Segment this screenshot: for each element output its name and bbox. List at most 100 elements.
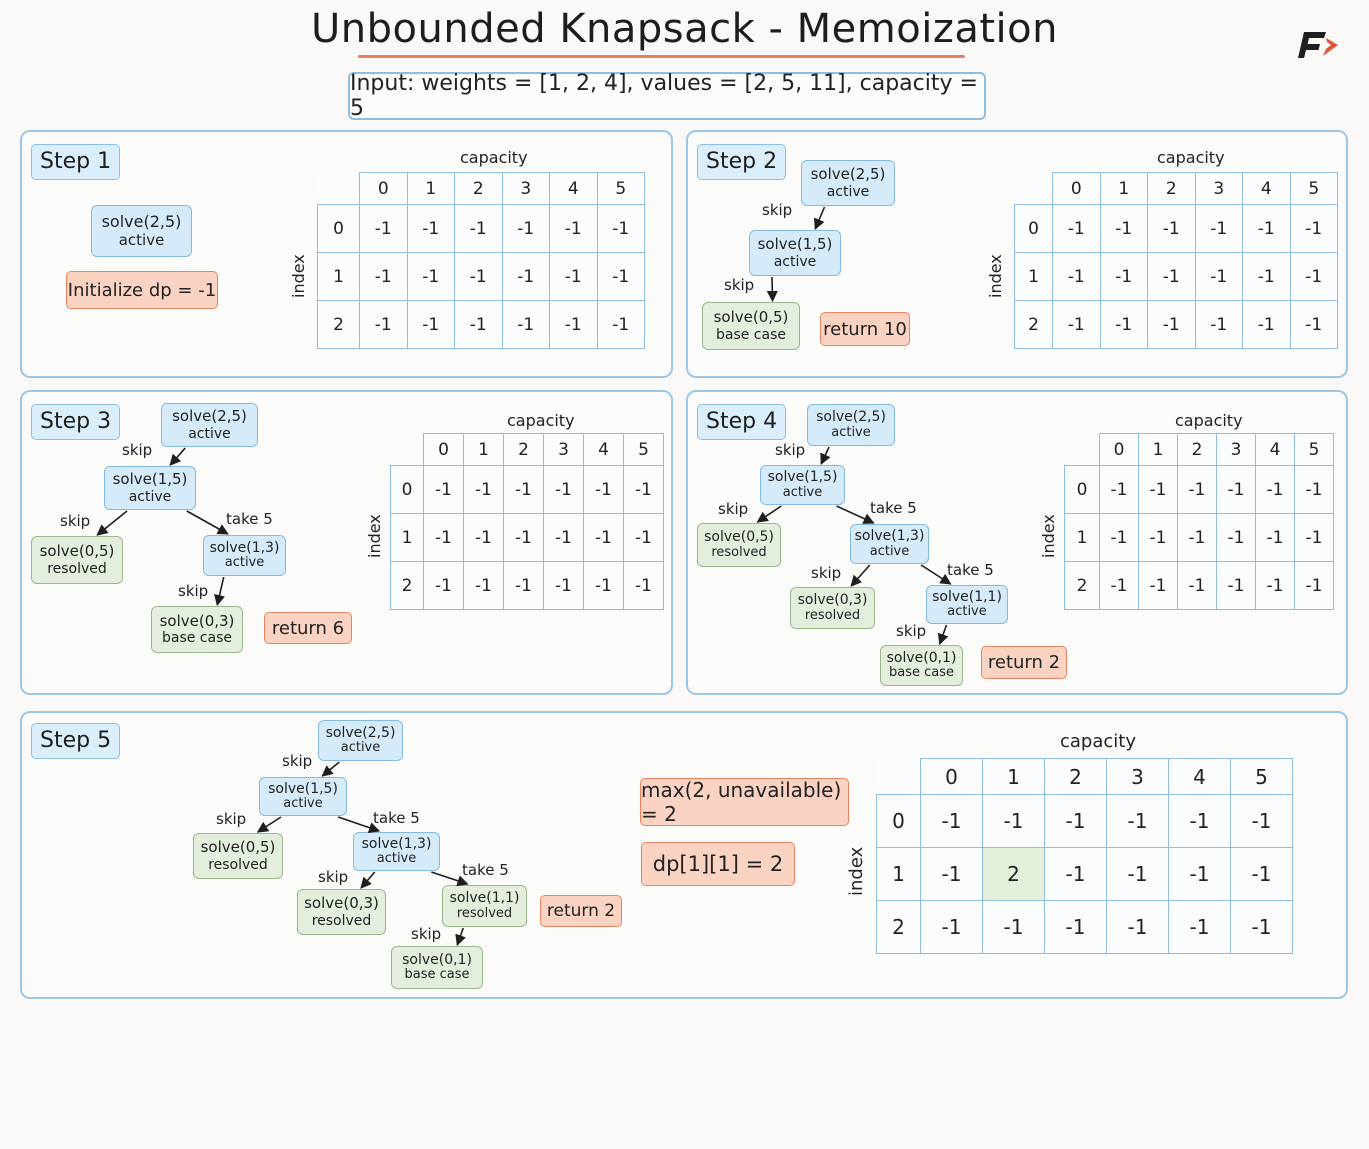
call-state: base case [888, 665, 954, 681]
edge-label: skip [282, 752, 313, 770]
call-node: solve(1,5)active [259, 777, 347, 816]
dp-cell: -1 [982, 794, 1045, 848]
dp-cell: -1 [1289, 300, 1338, 349]
dp-row: 1-1-1-1-1-1-1 [1064, 513, 1334, 562]
call-node: solve(1,5)active [760, 465, 845, 505]
dp-cell: -1 [454, 204, 503, 253]
step-label: Step 1 [31, 144, 121, 180]
call-node: solve(0,5)base case [702, 302, 800, 350]
call-state: resolved [311, 912, 372, 929]
dp-cell: -1 [1242, 204, 1291, 253]
dp-cell: -1 [623, 561, 664, 610]
call-node: solve(0,1)base case [880, 645, 963, 686]
dp-col-header: 3 [501, 172, 550, 205]
call-state: active [128, 488, 172, 505]
dp-row: 2-1-1-1-1-1-1 [1014, 300, 1338, 349]
note-box: Initialize dp = -1 [66, 271, 218, 309]
dp-cell: -1 [406, 204, 455, 253]
dp-cell: -1 [1168, 794, 1231, 848]
dp-cell: -1 [1106, 794, 1169, 848]
call-state: resolved [47, 560, 107, 577]
dp-row: 0-1-1-1-1-1-1 [390, 465, 664, 514]
logo-icon [1298, 32, 1338, 58]
dp-row: 0-1-1-1-1-1-1 [1064, 465, 1334, 514]
dp-cell: -1 [543, 513, 584, 562]
dp-col-header: 4 [583, 433, 624, 466]
call-text: solve(2,5) [816, 409, 886, 426]
call-text: solve(1,1) [932, 588, 1002, 605]
call-text: solve(0,3) [797, 592, 868, 609]
call-text: solve(2,5) [101, 212, 182, 232]
call-node: solve(2,5)active [807, 404, 895, 446]
dp-corner [391, 434, 424, 466]
call-node: solve(1,3)active [203, 535, 286, 576]
dp-col-header: 1 [463, 433, 504, 466]
dp-cell: -1 [1147, 252, 1196, 301]
call-text: solve(0,5) [39, 542, 115, 561]
capacity-axis-label: capacity [460, 148, 528, 167]
dp-corner [1015, 173, 1053, 205]
dp-col-header: 4 [1242, 172, 1291, 205]
call-state: active [376, 851, 417, 867]
dp-cell: -1 [623, 513, 664, 562]
call-state: active [118, 230, 165, 249]
input-box: Input: weights = [1, 2, 4], values = [2,… [348, 71, 986, 121]
call-text: solve(1,3) [209, 539, 280, 556]
dp-col-header: 4 [549, 172, 598, 205]
dp-cell-highlight: 2 [982, 847, 1045, 901]
call-state: resolved [456, 905, 513, 921]
dp-cell: -1 [1194, 300, 1243, 349]
dp-col-header: 0 [359, 172, 408, 205]
dp-col-header: 2 [1044, 758, 1107, 795]
call-state: resolved [208, 856, 268, 873]
call-node: solve(0,5)resolved [193, 833, 283, 879]
call-state: active [826, 183, 870, 200]
call-state: active [773, 253, 817, 270]
dp-cell: -1 [1255, 513, 1295, 562]
call-state: active [869, 543, 910, 559]
edge-label: take 5 [226, 510, 273, 528]
edge-label: skip [775, 441, 806, 459]
dp-cell: -1 [406, 252, 455, 301]
dp-cell: -1 [1138, 561, 1178, 610]
dp-corner [877, 759, 921, 795]
call-text: solve(0,5) [704, 529, 774, 546]
dp-cell: -1 [1216, 513, 1256, 562]
dp-cell: -1 [596, 300, 645, 349]
dp-cell: -1 [583, 561, 624, 610]
dp-cell: -1 [463, 513, 504, 562]
dp-cell: -1 [359, 300, 408, 349]
edge-label: skip [811, 564, 842, 582]
call-text: solve(0,5) [713, 308, 789, 327]
dp-cell: -1 [1194, 204, 1243, 253]
call-node: solve(1,3)active [850, 524, 929, 564]
note-box: return 6 [264, 612, 352, 644]
dp-col-header: 3 [543, 433, 584, 466]
step-label: Step 3 [31, 404, 121, 440]
dp-col-header: 5 [1289, 172, 1338, 205]
dp-cell: -1 [1230, 900, 1293, 954]
dp-col-header: 3 [1106, 758, 1169, 795]
dp-cell: -1 [1099, 465, 1139, 514]
call-text: solve(2,5) [810, 165, 886, 184]
dp-row-header: 2 [1014, 300, 1053, 349]
dp-row-header: 1 [1064, 513, 1100, 562]
dp-cell: -1 [1177, 513, 1217, 562]
edge-label: skip [411, 925, 442, 943]
dp-row-header: 2 [317, 300, 360, 349]
call-text: solve(1,3) [854, 528, 925, 545]
call-node: solve(1,5)active [104, 466, 196, 510]
call-node: solve(1,3)active [353, 832, 440, 871]
dp-col-header: 0 [920, 758, 983, 795]
step-label: Step 5 [31, 723, 121, 759]
dp-row-header: 1 [390, 513, 424, 562]
edge-label: take 5 [462, 861, 509, 879]
dp-cell: -1 [1255, 465, 1295, 514]
call-state: active [947, 604, 987, 620]
call-state: active [224, 555, 265, 571]
dp-cell: -1 [1289, 252, 1338, 301]
dp-cell: -1 [1230, 847, 1293, 901]
dp-cell: -1 [549, 204, 598, 253]
